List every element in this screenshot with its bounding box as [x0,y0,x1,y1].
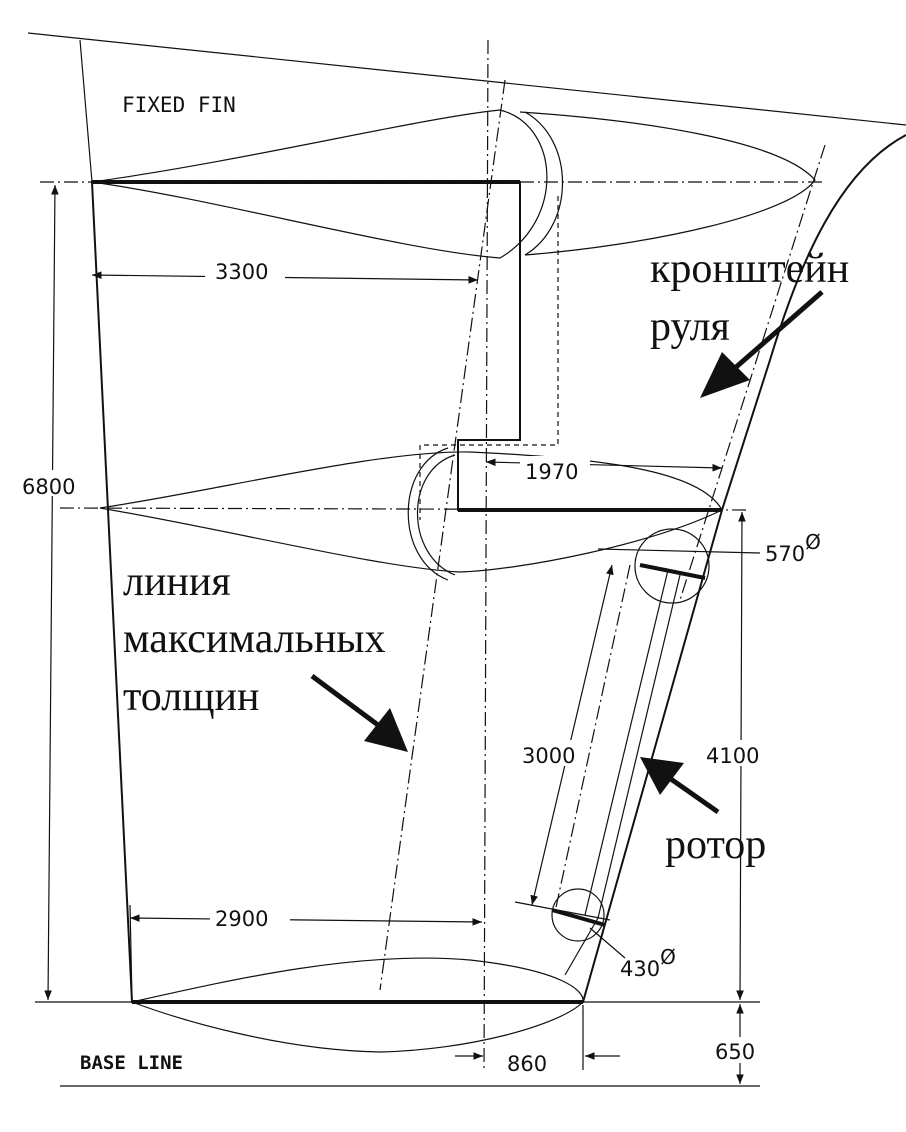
max-thickness-pointer-shaft [310,673,380,728]
dim-2900-line [129,914,483,926]
rotor-lower-edge [564,917,599,976]
dim-height: 6800 [22,475,75,499]
bracket-label-2: руля [650,304,730,350]
dim-bottom-offset: 860 [507,1052,547,1076]
dim-430-leader [589,927,626,959]
rotor-bottom-cap [551,908,606,927]
rudder-profile-bottom [131,957,584,1053]
max-thickness-line [379,79,506,991]
dim-3000-line [530,564,614,906]
dim-3000-ext [514,901,611,921]
bracket-pointer-head [700,352,750,398]
mid-profile-nose [416,454,456,576]
fin-profile-top [519,111,816,256]
dim-570-leader [597,548,761,554]
mid-profile-nose-outer [407,447,449,581]
bracket-label-1: кронштейн [650,246,849,292]
dim-rotor-top-diameter: 570Ø [765,530,821,566]
dim-base-clearance: 650 [715,1040,755,1064]
fin-leading-edge [79,39,93,183]
max-thickness-label-3: толщин [123,674,260,720]
base-line-label: BASE LINE [80,1052,183,1074]
max-thickness-pointer-head [364,708,408,752]
rudder-bracket-edge [721,134,906,511]
rotor-label: ротор [665,822,766,868]
bracket-axis [679,144,826,601]
rudder-profile-top [91,109,548,259]
rotor-pointer-head [640,757,684,795]
dim-bottom-chord: 2900 [215,907,268,931]
horn-offset-outline [419,196,559,520]
hull-line [27,32,906,126]
dim-2900-ext [129,904,133,1001]
dim-bracket-height: 4100 [706,744,759,768]
fixed-fin-label: FIXED FIN [122,93,236,117]
dim-top-chord: 3300 [215,260,268,284]
dim-6800-line [44,184,59,1001]
dim-rotor-length: 3000 [522,744,575,768]
max-thickness-label-2: максимальных [123,616,386,662]
dim-mid-chord: 1970 [525,460,578,484]
ref-line-mid [59,507,751,511]
rotor-top-circle [634,528,710,604]
rotor-pointer-shaft [666,774,720,815]
stock-axis-line [483,39,489,1071]
fin-profile-top-nose [524,111,563,256]
rotor-top-cap [639,563,706,580]
rotor-edge-left [554,564,631,913]
dim-rotor-bottom-diameter: 430Ø [620,945,676,981]
max-thickness-label-1: линия [123,559,231,605]
bracket-pointer-shaft [733,290,824,370]
